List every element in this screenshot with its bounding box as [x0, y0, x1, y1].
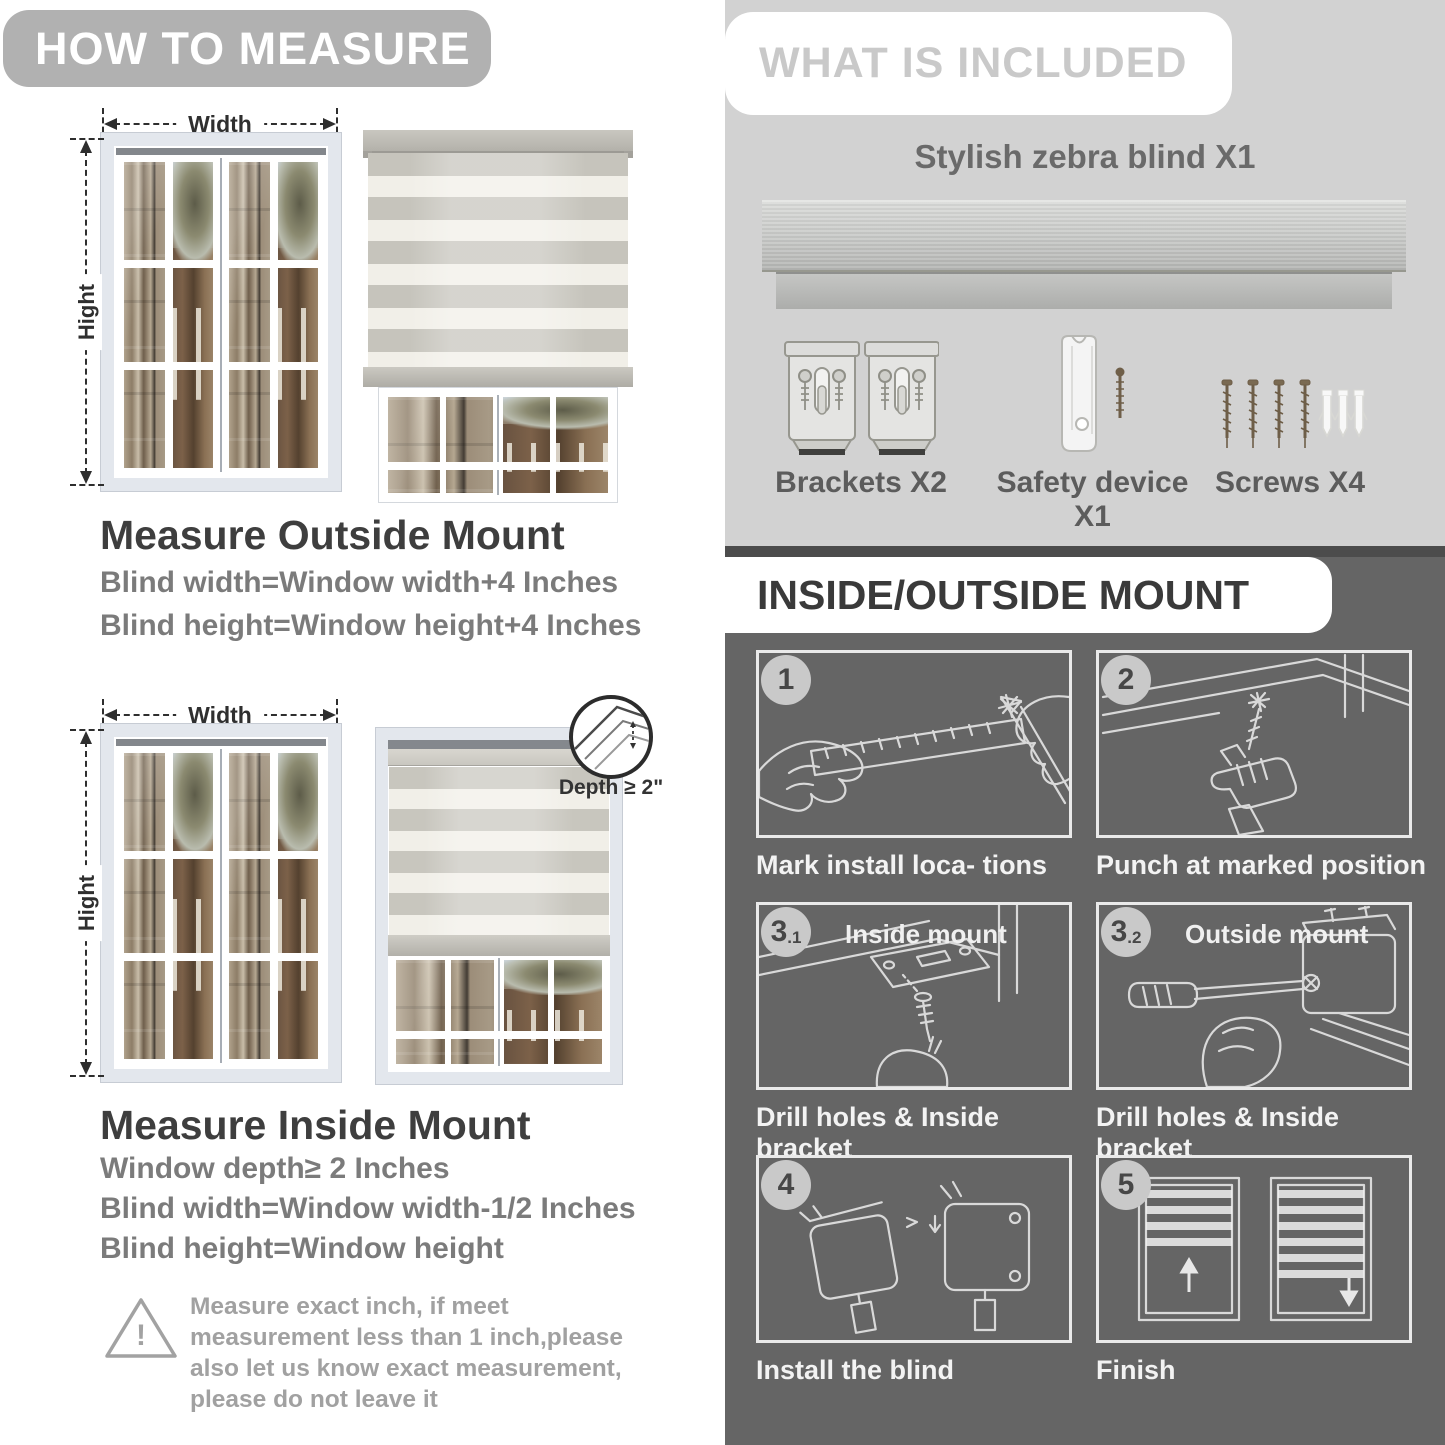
step-caption-4: Install the blind — [756, 1355, 955, 1385]
blind-headrail — [363, 130, 633, 158]
step-panel-3-1: 3.1 Inside mount — [756, 902, 1072, 1090]
step-number: 3.1 — [761, 907, 811, 957]
inside-rule-width: Blind width=Window width-1/2 Inches — [100, 1192, 636, 1225]
step-panel-3-2: 3.2 Outside mount — [1096, 902, 1412, 1090]
step-caption-2: Punch at marked position — [1096, 850, 1427, 880]
height-label: Hight — [72, 864, 102, 942]
outside-mount-heading: Measure Outside Mount — [100, 512, 565, 558]
step-caption-5: Finish — [1096, 1355, 1176, 1385]
window-under-blind — [378, 387, 618, 503]
outside-rule-height: Blind height=Window height+4 Inches — [100, 609, 642, 642]
inside-mount-heading: Measure Inside Mount — [100, 1102, 531, 1148]
safety-device-icon — [1048, 332, 1144, 464]
inside-rule-depth: Window depth≥ 2 Inches — [100, 1152, 450, 1185]
step-caption-3-1: Drill holes & Inside bracket — [756, 1102, 1000, 1163]
step-number: 3.2 — [1101, 907, 1151, 957]
warning-text: Measure exact inch, if meet measurement … — [190, 1293, 624, 1413]
window-diagram-inside — [100, 723, 342, 1083]
section-divider — [725, 546, 1445, 557]
outside-rule-width: Blind width=Window width+4 Inches — [100, 566, 619, 599]
warning-exclamation: ! — [136, 1319, 146, 1352]
depth-callout-circle — [569, 695, 653, 779]
screws-label: Screws X4 — [1214, 466, 1366, 499]
height-arrow-inside: Hight — [70, 729, 104, 1077]
blind-diagram-inside — [375, 727, 623, 1085]
depth-label: Depth ≥ 2" — [558, 776, 664, 799]
brackets-label: Brackets X2 — [775, 466, 947, 499]
blind-bottom-rail — [363, 367, 633, 387]
step-number: 5 — [1101, 1160, 1151, 1210]
product-title: Stylish zebra blind X1 — [914, 138, 1256, 175]
inside-rule-height: Blind height=Window height — [100, 1232, 504, 1265]
height-label: Hight — [72, 273, 102, 351]
zebra-blind-bottom-rail-illustration — [776, 272, 1392, 309]
step-caption-1: Mark install loca- tions — [756, 850, 1048, 880]
step-panel-2: 2 — [1096, 650, 1412, 838]
step-number: 2 — [1101, 655, 1151, 705]
height-arrow-outside: Hight — [70, 138, 104, 486]
zebra-blind-headrail-illustration — [762, 200, 1406, 272]
safety-device-label: Safety device X1 — [996, 466, 1189, 533]
step-panel-5: 5 — [1096, 1155, 1412, 1343]
inside-outside-mount-header: INSIDE/OUTSIDE MOUNT — [725, 557, 1332, 633]
screws-icon — [1214, 378, 1374, 462]
brackets-icon — [783, 338, 939, 456]
blind-fabric — [368, 153, 628, 367]
step-title: Inside mount — [845, 919, 1007, 949]
window-diagram-outside — [100, 132, 342, 492]
warning-triangle-icon: ! — [103, 1295, 179, 1361]
how-to-measure-header: HOW TO MEASURE — [3, 10, 491, 87]
what-is-included-header: WHAT IS INCLUDED — [725, 12, 1232, 115]
step-number: 1 — [761, 655, 811, 705]
step-panel-1: 1 — [756, 650, 1072, 838]
step-caption-3-2: Drill holes & Inside bracket — [1096, 1102, 1340, 1163]
step-number: 4 — [761, 1160, 811, 1210]
step-panel-4: 4 — [756, 1155, 1072, 1343]
blind-diagram-outside — [363, 130, 633, 503]
step-title: Outside mount — [1185, 919, 1369, 949]
